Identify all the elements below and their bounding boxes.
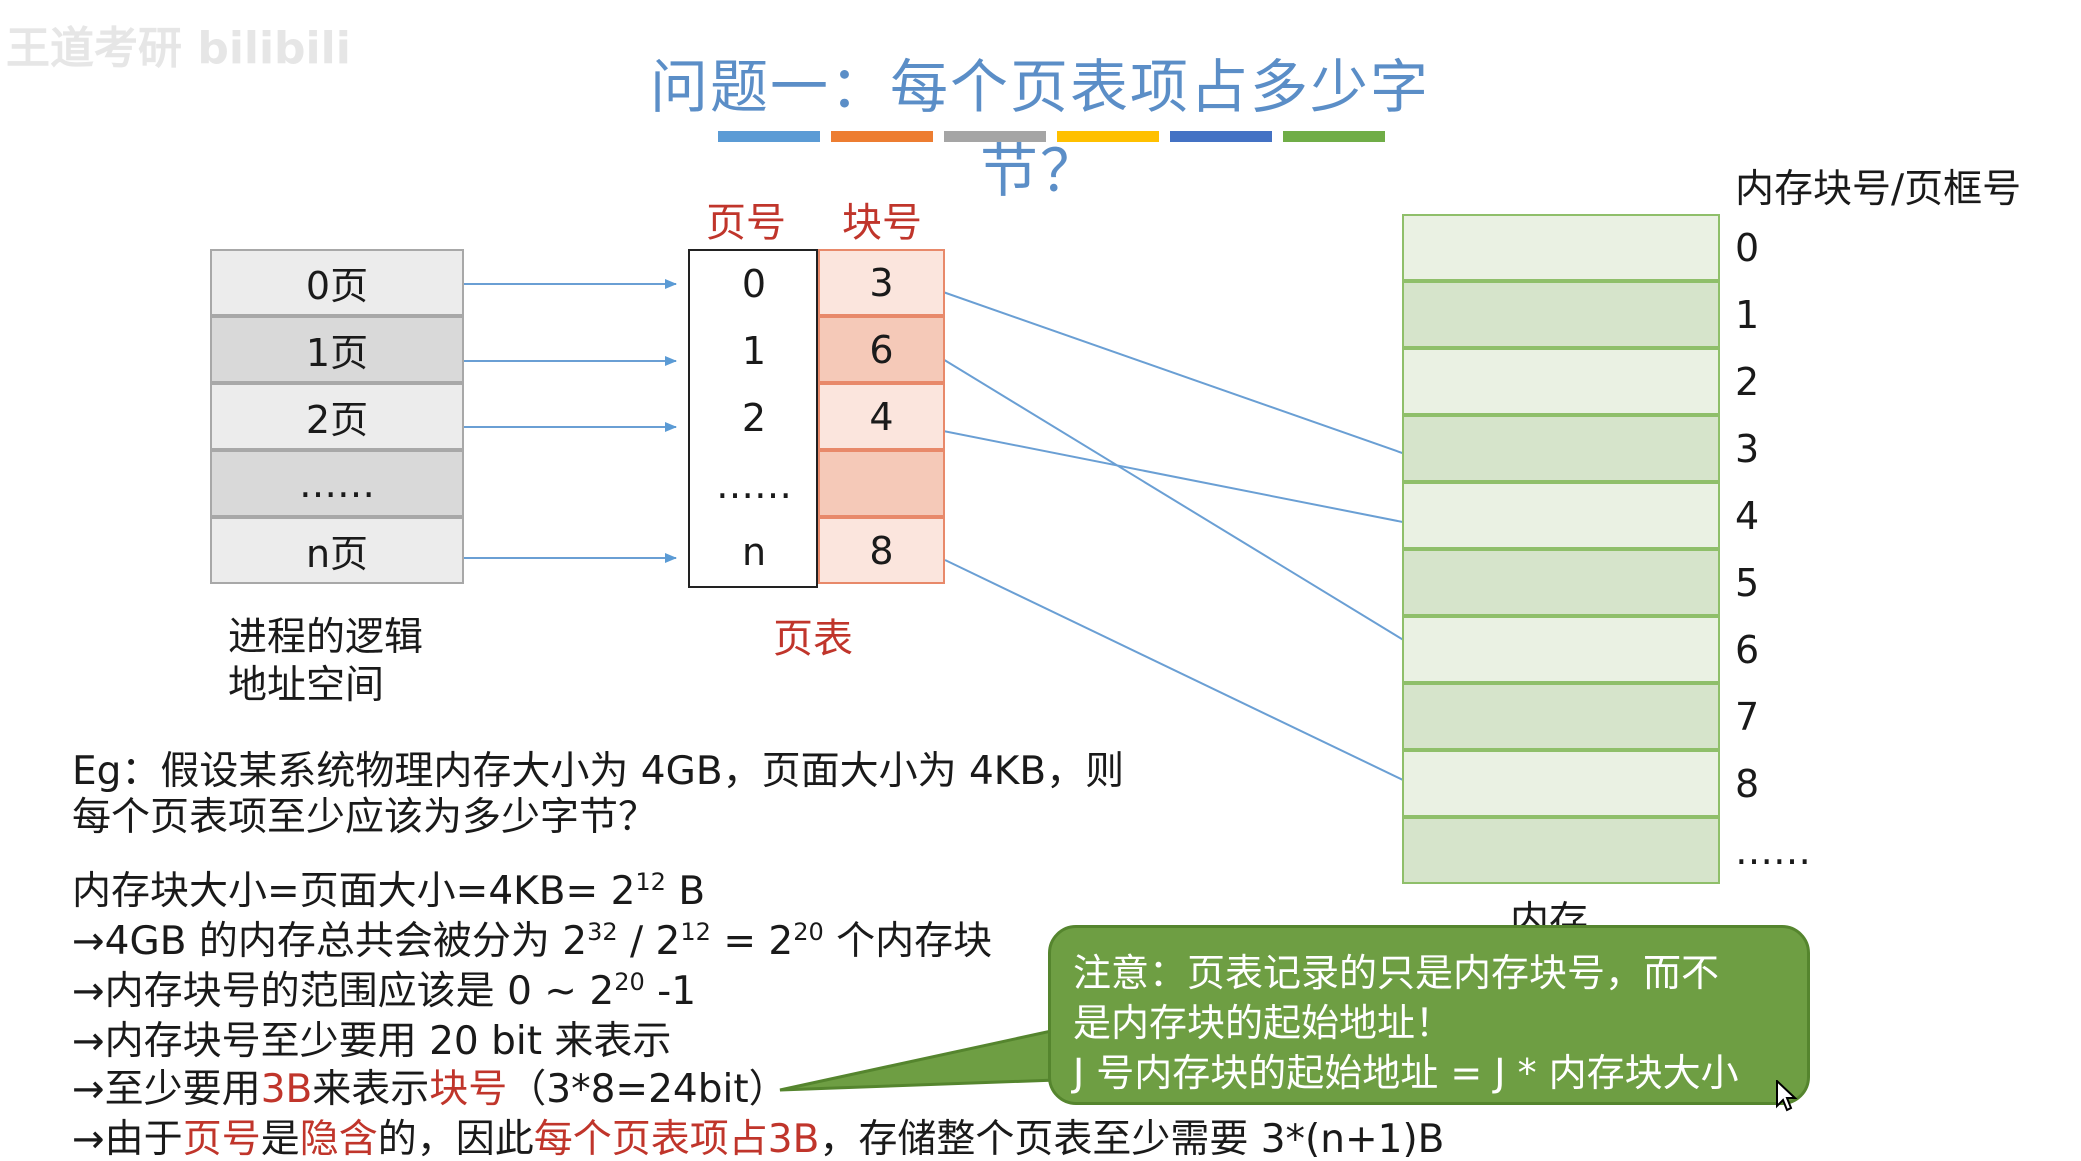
title-bar-4 bbox=[1170, 131, 1272, 142]
note-line-1: 注意：页表记录的只是内存块号，而不 bbox=[1073, 951, 1720, 995]
title-bar-5 bbox=[1283, 131, 1385, 142]
memory-block-6 bbox=[1402, 616, 1720, 683]
title-bar-3 bbox=[1057, 131, 1159, 142]
block-number-n: 8 bbox=[818, 517, 945, 584]
page-table-caption: 页表 bbox=[773, 616, 853, 662]
title-bar-2 bbox=[944, 131, 1046, 142]
memory-num-8: 8 bbox=[1735, 762, 1760, 806]
slide-title: 问题一：每个页表项占多少字节？ bbox=[649, 53, 1430, 205]
memory-num-5: 5 bbox=[1735, 561, 1760, 605]
note-callout-pointer bbox=[779, 1028, 1058, 1092]
block-number-2: 4 bbox=[818, 383, 945, 450]
memory-block-7 bbox=[1402, 683, 1720, 750]
note-callout: 注意：页表记录的只是内存块号，而不 是内存块的起始地址！ J 号内存块的起始地址… bbox=[1048, 925, 1810, 1105]
note-line-2: 是内存块的起始地址！ bbox=[1073, 1001, 1454, 1045]
memory-num-0: 0 bbox=[1735, 226, 1760, 270]
memory-num-7: 7 bbox=[1735, 695, 1760, 739]
block-number-header: 块号 bbox=[842, 200, 922, 246]
memory-block-0 bbox=[1402, 214, 1720, 281]
block-number-1: 6 bbox=[818, 316, 945, 383]
calc-line-4: →内存块号至少要用 20 bit 来表示 bbox=[72, 1019, 672, 1064]
memory-block-5 bbox=[1402, 549, 1720, 616]
mouse-cursor-icon bbox=[1776, 1080, 1798, 1112]
example-line-2: 每个页表项至少应该为多少字节？ bbox=[72, 795, 658, 840]
title-bar-1 bbox=[831, 131, 933, 142]
memory-num-6: 6 bbox=[1735, 628, 1760, 672]
logical-page-ellipsis: …… bbox=[210, 450, 464, 517]
logical-caption-line1: 进程的逻辑 bbox=[228, 615, 424, 660]
calc-line-5: →至少要用3B来表示块号（3*8=24bit） bbox=[72, 1067, 788, 1112]
memory-num-3: 3 bbox=[1735, 427, 1760, 471]
arrow-block8 bbox=[944, 559, 1429, 793]
memory-num-1: 1 bbox=[1735, 293, 1760, 337]
memory-block-heading: 内存块号/页框号 bbox=[1735, 167, 2022, 212]
note-line-3: J 号内存块的起始地址 = J * 内存块大小 bbox=[1073, 1051, 1739, 1095]
logical-page-1: 1页 bbox=[210, 316, 464, 383]
page-number-column bbox=[688, 249, 818, 588]
page-number-n: n bbox=[741, 529, 767, 574]
logical-page-n: n页 bbox=[210, 517, 464, 584]
title-bar-0 bbox=[718, 131, 820, 142]
logical-page-2: 2页 bbox=[210, 383, 464, 450]
logical-caption-line2: 地址空间 bbox=[228, 663, 385, 708]
page-number-ellipsis: …… bbox=[716, 462, 792, 507]
logical-page-0: 0页 bbox=[210, 249, 464, 316]
example-line-1: Eg：假设某系统物理内存大小为 4GB，页面大小为 4KB，则 bbox=[72, 749, 1125, 794]
memory-block-1 bbox=[1402, 281, 1720, 348]
arrow-block6 bbox=[927, 349, 1429, 656]
memory-block-3 bbox=[1402, 415, 1720, 482]
memory-block-4 bbox=[1402, 482, 1720, 549]
watermark: 王道考研 bilibili bbox=[6, 23, 351, 74]
memory-num-2: 2 bbox=[1735, 360, 1760, 404]
block-number-ellipsis bbox=[818, 450, 945, 517]
arrow-block4 bbox=[917, 425, 1429, 530]
arrow-block3 bbox=[925, 285, 1429, 464]
page-number-2: 2 bbox=[741, 395, 767, 440]
memory-block-8 bbox=[1402, 750, 1720, 817]
calc-line-1: 内存块大小=页面大小=4KB= 212 B bbox=[72, 868, 706, 914]
calc-line-6: →由于页号是隐含的，因此每个页表项占3B，存储整个页表至少需要 3*(n+1)B bbox=[72, 1117, 1445, 1161]
page-number-0: 0 bbox=[741, 261, 767, 306]
calc-line-3: →内存块号的范围应该是 0 ~ 220 -1 bbox=[72, 968, 697, 1014]
page-number-header: 页号 bbox=[706, 200, 786, 246]
memory-block-ellipsis bbox=[1402, 817, 1720, 884]
block-number-0: 3 bbox=[818, 249, 945, 316]
memory-num-ellipsis: …… bbox=[1735, 829, 1811, 873]
memory-block-2 bbox=[1402, 348, 1720, 415]
calc-line-2: →4GB 的内存总共会被分为 232 / 212 = 220 个内存块 bbox=[72, 918, 993, 964]
memory-num-4: 4 bbox=[1735, 494, 1760, 538]
page-number-1: 1 bbox=[741, 328, 767, 373]
